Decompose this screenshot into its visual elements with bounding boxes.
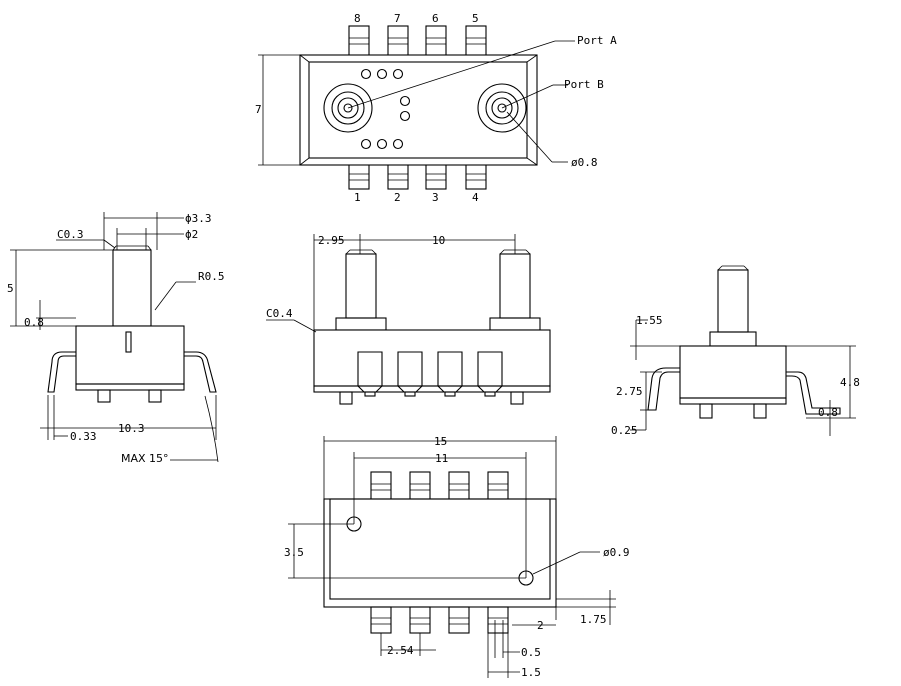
dim-bottom-margin: 2 — [537, 619, 544, 632]
dim-bottom-hole: ø0.9 — [603, 546, 630, 559]
dim-bottom-height: 3.5 — [284, 546, 304, 559]
dim-right-2: 2.75 — [616, 385, 643, 398]
dim-lead-thk: 0.33 — [70, 430, 97, 443]
dim-bottom-lead-w: 0.5 — [521, 646, 541, 659]
dim-right-4: 4.8 — [840, 376, 860, 389]
dim-right-5: 0.8 — [818, 406, 838, 419]
side-view — [10, 212, 219, 463]
dim-bottom-pitch: 2.54 — [387, 644, 414, 657]
bottom-view — [288, 436, 616, 678]
front-leads — [357, 351, 503, 397]
dim-bottom-width: 15 — [434, 435, 447, 448]
top-body-inner — [308, 61, 528, 159]
dim-port-id: ϕ2 — [185, 228, 198, 241]
pin-label-7: 7 — [394, 12, 401, 25]
front-port-right — [499, 253, 531, 319]
top-view — [258, 25, 575, 190]
front-port-left — [345, 253, 377, 319]
pins-top — [348, 25, 487, 57]
pin-label-5: 5 — [472, 12, 479, 25]
side-body — [75, 325, 185, 385]
dim-bottom-lead-span: 1.5 — [521, 666, 541, 679]
port-a-shape — [323, 83, 373, 133]
dim-bottom-edge: 1.75 — [580, 613, 607, 626]
dim-shoulder: 0.8 — [24, 316, 44, 329]
bottom-body — [323, 498, 557, 608]
pin-label-4: 4 — [472, 191, 479, 204]
top-body — [299, 54, 538, 166]
dim-right-1: 1.55 — [636, 314, 663, 327]
dim-top-hole: ø0.8 — [571, 156, 598, 169]
pin-label-3: 3 — [432, 191, 439, 204]
port-a-label: Port A — [577, 34, 617, 47]
port-b-shape — [477, 83, 527, 133]
dim-chamfer-03: C0.3 — [57, 228, 84, 241]
dim-pitch: 10 — [432, 234, 445, 247]
dim-bottom-inner: 11 — [435, 452, 448, 465]
dim-top-height: 7 — [255, 103, 262, 116]
dim-right-3: 0.25 — [611, 424, 638, 437]
bottom-pins-top — [370, 471, 509, 501]
labels: 8 7 6 5 1 2 3 4 7 Port A Port B ø0.8 ϕ3.… — [7, 12, 860, 679]
pins-bottom — [348, 162, 487, 190]
bottom-pins-bottom — [370, 606, 509, 634]
dim-port-height: 5 — [7, 282, 14, 295]
front-body — [313, 329, 551, 387]
dim-lead-span: 10.3 — [118, 422, 145, 435]
dim-max-angle: MAX 15° — [121, 452, 169, 465]
right-body — [679, 345, 787, 399]
dim-offset: 2.95 — [318, 234, 345, 247]
dim-port-od: ϕ3.3 — [185, 212, 212, 225]
port-b-label: Port B — [564, 78, 604, 91]
vent-holes — [360, 68, 411, 150]
pin-label-1: 1 — [354, 191, 361, 204]
side-port — [112, 249, 152, 327]
pin-label-8: 8 — [354, 12, 361, 25]
pin-label-6: 6 — [432, 12, 439, 25]
dim-chamfer-04: C0.4 — [266, 307, 293, 320]
pin-label-2: 2 — [394, 191, 401, 204]
front-view — [266, 234, 551, 405]
dim-radius: R0.5 — [198, 270, 225, 283]
right-view — [630, 265, 856, 436]
